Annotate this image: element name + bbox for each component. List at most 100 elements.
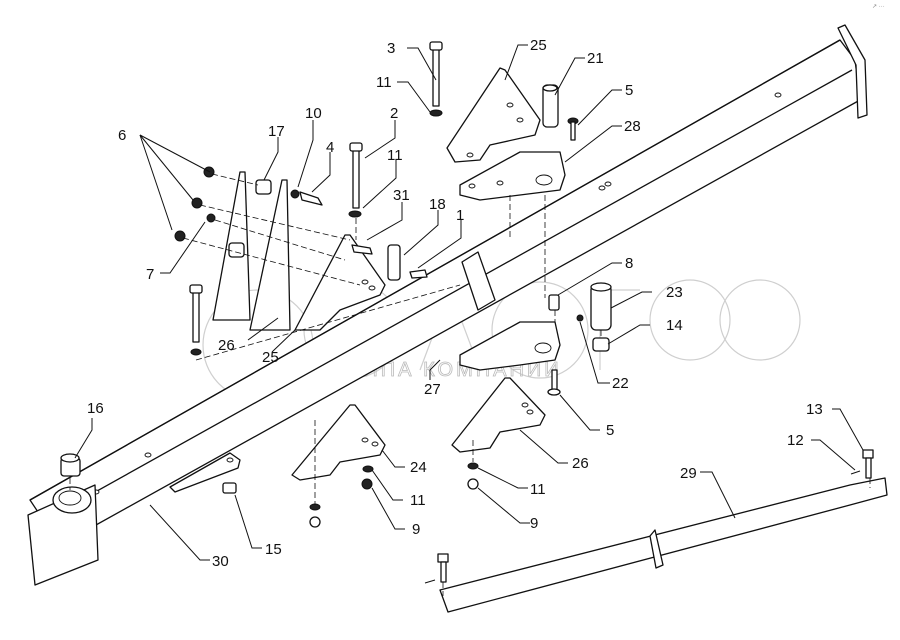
bolt-4-body bbox=[299, 191, 323, 206]
pin-13-left-shank bbox=[440, 561, 447, 583]
callout-29: 29 bbox=[680, 465, 697, 482]
beam-hole bbox=[598, 185, 606, 191]
leader-16 bbox=[74, 418, 93, 459]
spacer-18 bbox=[387, 244, 428, 281]
assembly-line bbox=[195, 284, 461, 361]
leader-3 bbox=[407, 47, 437, 81]
leader-5b bbox=[559, 394, 600, 431]
leader-21 bbox=[610, 291, 652, 309]
plate-27 bbox=[459, 321, 561, 371]
spacer-19 bbox=[542, 84, 559, 128]
leader-4 bbox=[311, 152, 331, 193]
watermark-letter-r bbox=[649, 279, 731, 361]
leader-12 bbox=[811, 439, 856, 471]
cotter-12-right bbox=[850, 470, 861, 475]
callout-4: 4 bbox=[326, 139, 334, 156]
main-beam-mid-edge bbox=[44, 69, 853, 521]
leader-11d bbox=[477, 467, 528, 489]
pin-13-right bbox=[862, 449, 874, 459]
nut-7 bbox=[206, 213, 216, 223]
leader-14 bbox=[607, 324, 650, 345]
bolt-5-lower-shank bbox=[551, 369, 558, 391]
washer-11 bbox=[348, 210, 362, 218]
plate-27-body bbox=[459, 321, 561, 371]
lug-plate-15 bbox=[169, 452, 241, 494]
bolt-3-head bbox=[429, 41, 443, 51]
corner-mark: ↗ ··· bbox=[872, 4, 885, 10]
long-bolt-washer bbox=[190, 348, 202, 356]
spacer-8 bbox=[548, 294, 560, 311]
assembly-line bbox=[199, 204, 351, 241]
bracket-hole bbox=[521, 402, 529, 408]
callout-30: 30 bbox=[212, 553, 229, 570]
vertical-plates bbox=[212, 171, 291, 331]
beam-end-boss-bore bbox=[58, 490, 82, 506]
bolt-2-head bbox=[349, 142, 363, 152]
leader-9a bbox=[371, 487, 405, 530]
bracket-hole bbox=[506, 102, 514, 108]
bracket-hole bbox=[368, 285, 376, 291]
callout-11: 11 bbox=[410, 492, 426, 509]
bracket-25-plate bbox=[446, 67, 541, 163]
callout-18: 18 bbox=[429, 196, 446, 213]
bracket-31-plate bbox=[294, 234, 386, 331]
bolt-2-shank bbox=[352, 147, 360, 209]
lug-hole bbox=[226, 457, 234, 463]
callout-11: 11 bbox=[530, 481, 546, 498]
callout-5: 5 bbox=[606, 422, 614, 439]
pin-21 bbox=[576, 282, 612, 352]
bolt-5-lower bbox=[547, 369, 561, 396]
leader-24 bbox=[519, 429, 568, 464]
main-beam-body bbox=[29, 39, 861, 546]
plate-hole bbox=[468, 183, 476, 189]
leader-6b bbox=[139, 134, 194, 201]
nuts-6 bbox=[174, 166, 216, 242]
washer-10 bbox=[290, 189, 300, 199]
leader-17 bbox=[263, 137, 279, 181]
bushing-top bbox=[60, 453, 80, 463]
callout-22: 24 bbox=[410, 459, 427, 476]
assembly-line bbox=[182, 237, 361, 286]
leader-5a bbox=[577, 89, 622, 126]
pin-13-right-shank bbox=[865, 457, 872, 479]
leader-9b bbox=[477, 487, 530, 524]
plate-28 bbox=[459, 151, 566, 201]
leader-27 bbox=[429, 359, 441, 380]
callout-16: 16 bbox=[87, 400, 104, 417]
leader-26 bbox=[247, 317, 279, 341]
callout-24: 26 bbox=[572, 455, 589, 472]
beam-cut-section bbox=[461, 251, 496, 311]
callout-17: 17 bbox=[268, 123, 285, 140]
bolt-31 bbox=[351, 244, 373, 255]
bolt-5-lower-head bbox=[547, 388, 561, 396]
washer-11-left bbox=[362, 465, 374, 473]
leader-10 bbox=[297, 120, 314, 188]
leader-15 bbox=[234, 494, 262, 549]
leader-31 bbox=[366, 202, 403, 241]
leader-19 bbox=[554, 57, 585, 96]
spacer-8-body bbox=[548, 294, 560, 311]
callout-19: 21 bbox=[587, 50, 604, 67]
watermark-letter-o bbox=[719, 279, 801, 361]
beam-hole bbox=[774, 92, 782, 98]
pin-21-body bbox=[590, 284, 612, 331]
beam-hole bbox=[144, 452, 152, 458]
leader-11a bbox=[397, 81, 431, 113]
leader-30 bbox=[149, 504, 210, 561]
callout-3: 3 bbox=[387, 40, 395, 57]
callout-28: 28 bbox=[624, 118, 641, 135]
callout-15: 15 bbox=[265, 541, 282, 558]
nut-20 bbox=[576, 314, 584, 322]
bracket-31 bbox=[294, 234, 386, 331]
assembly-line bbox=[214, 219, 346, 261]
callout-10: 10 bbox=[305, 105, 322, 122]
main-beam bbox=[27, 24, 868, 586]
leader-29 bbox=[700, 471, 736, 519]
callout-6: 6 bbox=[118, 127, 126, 144]
leader-2 bbox=[364, 120, 396, 159]
leader-28 bbox=[564, 125, 622, 163]
leader-20 bbox=[579, 321, 610, 384]
assembly-line bbox=[211, 173, 259, 186]
nut-9-left-a bbox=[361, 478, 373, 490]
plate-hole bbox=[496, 180, 504, 186]
